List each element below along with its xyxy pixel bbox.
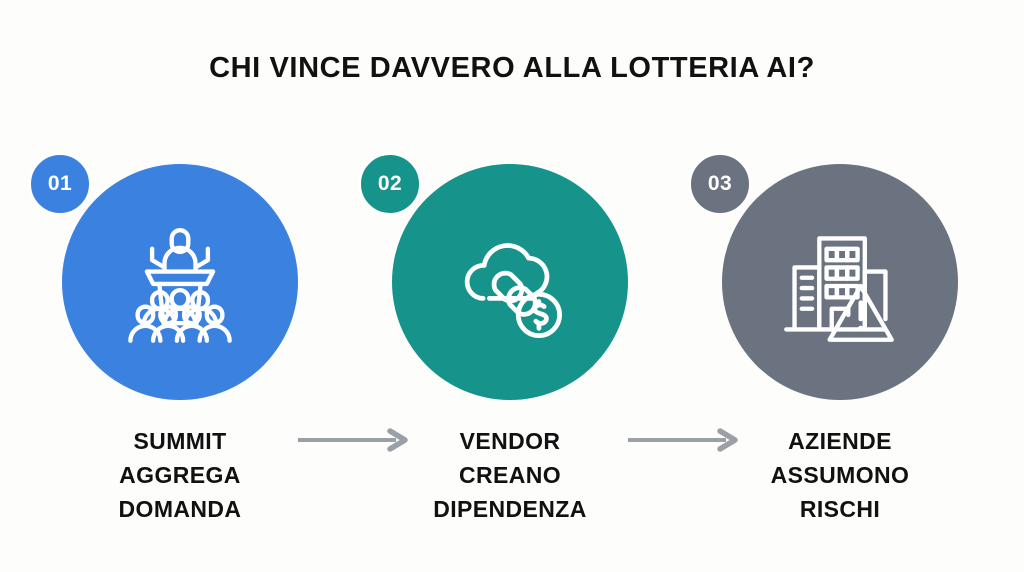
step-2-number: 02 bbox=[377, 172, 403, 195]
arrow-right-icon bbox=[628, 428, 738, 452]
step-item-2: 02 VENDOR CREANO DIPENDENZA bbox=[340, 152, 680, 552]
step-3-circle bbox=[722, 164, 958, 400]
conference-speaker-audience-icon bbox=[128, 228, 232, 343]
step-1-number: 01 bbox=[47, 172, 73, 195]
step-3-circle-wrap: 03 bbox=[670, 152, 1010, 404]
step-item-3: 03 AZIENDE ASSUMONO RISCHI bbox=[670, 152, 1010, 552]
step-1-circle-wrap: 01 bbox=[10, 152, 350, 404]
arrow-right-icon bbox=[298, 428, 408, 452]
step-3-number: 03 bbox=[707, 172, 733, 195]
step-1-circle bbox=[62, 164, 298, 400]
cloud-chain-dollar-icon bbox=[464, 243, 562, 338]
step-3-number-badge: 03 bbox=[688, 152, 752, 216]
page-title: CHI VINCE DAVVERO ALLA LOTTERIA AI? bbox=[209, 52, 815, 84]
steps-row: 01 SUMMIT AGGREGA DOMANDA bbox=[0, 152, 1024, 552]
step-item-1: 01 SUMMIT AGGREGA DOMANDA bbox=[10, 152, 350, 552]
step-2-circle bbox=[392, 164, 628, 400]
step-1-caption: SUMMIT AGGREGA DOMANDA bbox=[118, 428, 242, 522]
arrow-step2-to-step3 bbox=[628, 428, 744, 452]
step-1-number-badge: 01 bbox=[28, 152, 92, 216]
step-2-circle-wrap: 02 bbox=[340, 152, 680, 404]
step-2-number-badge: 02 bbox=[358, 152, 422, 216]
step-2-caption: VENDOR CREANO DIPENDENZA bbox=[433, 428, 587, 522]
arrow-step1-to-step2 bbox=[298, 428, 414, 452]
step-3-caption: AZIENDE ASSUMONO RISCHI bbox=[770, 428, 910, 522]
office-buildings-warning-icon bbox=[784, 236, 894, 342]
